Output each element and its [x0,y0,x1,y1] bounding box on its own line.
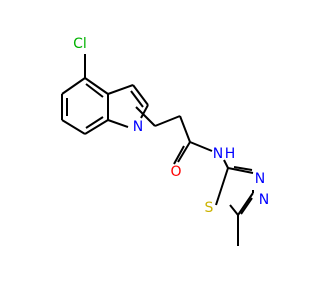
amide-hydrogen-label: H [225,146,236,162]
bond [61,77,86,95]
bond-group [61,54,254,246]
bond [84,77,109,95]
indole-nitrogen-label: N [133,119,143,135]
bond [177,141,191,163]
bond [179,115,191,143]
thiadiazole-sulfur-label: S [205,200,214,216]
bond [84,119,109,135]
thiadiazole-nitrogen-3-label: N [255,171,265,187]
thiadiazole-nitrogen-4-label: N [259,192,269,208]
bond [130,90,144,108]
bond [85,83,104,98]
bond [140,104,149,119]
molecule-structure: Cl N O N H S N N [61,36,269,246]
bond [227,167,254,174]
bond [154,115,181,127]
bond [135,106,156,127]
bond [107,84,134,95]
bond [233,166,253,171]
carbonyl-oxygen-label: O [170,164,181,180]
bond [215,167,229,206]
bond [223,159,229,169]
bond [173,145,185,165]
amide-nitrogen-label: N [213,146,223,162]
bond [229,204,239,216]
bond [107,119,129,128]
bond [61,119,86,135]
bond [240,197,253,215]
bond [189,141,213,152]
bond [85,116,104,129]
molecule-canvas: Cl N O N H S N N [61,36,269,246]
bond [237,192,254,216]
chlorine-label: Cl [73,36,87,52]
bond [132,84,149,106]
